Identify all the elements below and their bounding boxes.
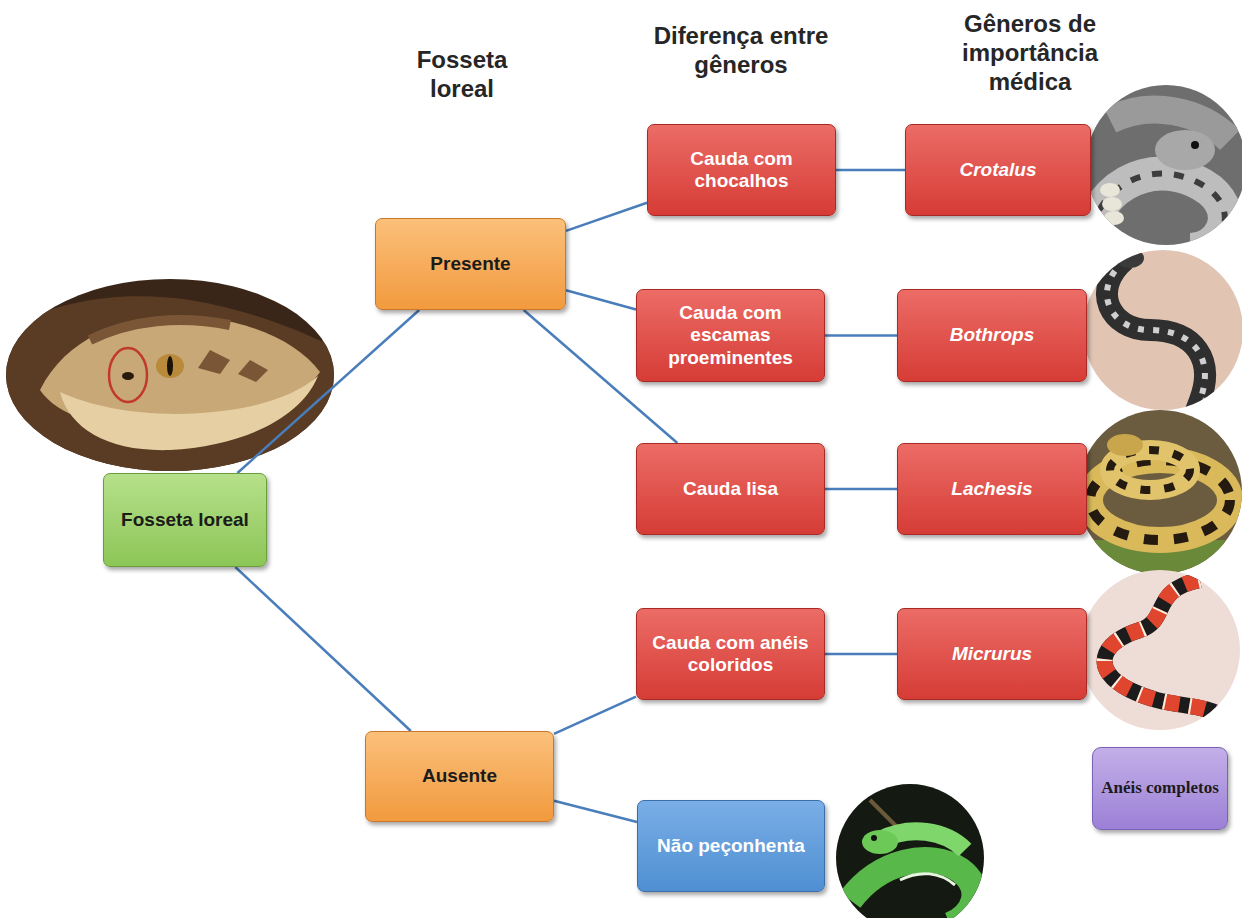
- box-text: Lachesis: [951, 478, 1032, 500]
- connector-line: [825, 653, 897, 656]
- branch-box: Presente: [375, 218, 566, 310]
- trait-box: Cauda com escamas proeminentes: [636, 289, 825, 382]
- connector-line: [825, 334, 897, 337]
- box-text: Micrurus: [952, 643, 1032, 665]
- box-text: Crotalus: [959, 159, 1036, 181]
- connector-line: [554, 697, 636, 734]
- connector-line: [566, 290, 636, 309]
- micrurus-photo: [1075, 568, 1242, 738]
- result-box: Não peçonhenta: [637, 800, 825, 892]
- column-header: Gêneros de importância médica: [935, 10, 1125, 96]
- box-text: Cauda lisa: [683, 478, 778, 500]
- trait-box: Cauda lisa: [636, 443, 825, 535]
- root-box: Fosseta loreal: [103, 473, 267, 567]
- column-header: Diferença entre gêneros: [626, 22, 856, 80]
- box-text: Anéis completos: [1101, 778, 1219, 798]
- connector-line: [566, 203, 647, 231]
- box-text: Bothrops: [950, 324, 1034, 346]
- box-text: Cauda com chocalhos: [656, 148, 827, 193]
- column-header: Fosseta loreal: [387, 46, 537, 104]
- connector-line: [237, 310, 419, 473]
- bothrops-photo: [1080, 245, 1242, 415]
- box-text: Fosseta loreal: [121, 509, 249, 531]
- connector-line: [836, 169, 905, 172]
- genus-box: Bothrops: [897, 289, 1087, 382]
- box-text: Cauda com escamas proeminentes: [645, 302, 816, 369]
- pit-viper-head: [0, 270, 340, 480]
- crotalus-photo: [1080, 80, 1242, 250]
- genus-box: Crotalus: [905, 124, 1091, 216]
- lachesis-photo: [1075, 408, 1242, 580]
- note-box: Anéis completos: [1092, 747, 1228, 830]
- connector-line: [235, 567, 411, 731]
- genus-box: Lachesis: [897, 443, 1087, 535]
- trait-box: Cauda com anéis coloridos: [636, 608, 825, 700]
- branch-box: Ausente: [365, 731, 554, 822]
- connector-line: [554, 801, 637, 822]
- box-text: Ausente: [422, 765, 497, 787]
- connector-line: [825, 488, 897, 491]
- genus-box: Micrurus: [897, 608, 1087, 700]
- trait-box: Cauda com chocalhos: [647, 124, 836, 216]
- box-text: Presente: [430, 253, 510, 275]
- box-text: Cauda com anéis coloridos: [645, 632, 816, 677]
- box-text: Não peçonhenta: [657, 835, 805, 857]
- green-snake-photo: [830, 780, 990, 918]
